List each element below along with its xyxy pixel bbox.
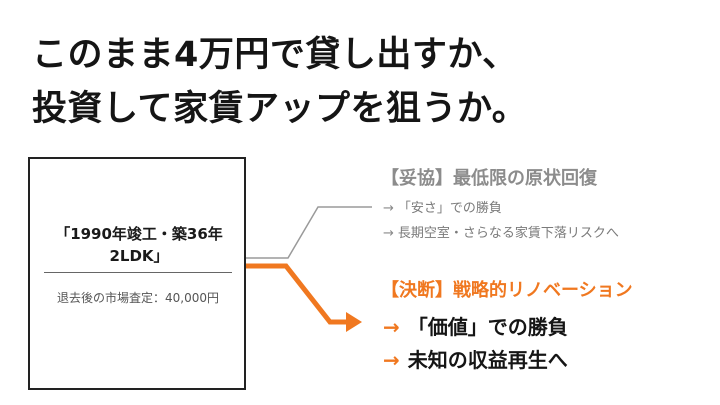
right-arrow-icon: → bbox=[383, 226, 394, 241]
property-title-line-1: 「1990年竣工・築36年 bbox=[55, 225, 223, 243]
compromise-point: →「安さ」での勝負 bbox=[383, 197, 502, 216]
decision-point: → 未知の収益再生へ bbox=[383, 344, 568, 373]
decision-connector-line bbox=[246, 263, 348, 325]
headline-line-1: このまま4万円で貸し出すか、 bbox=[32, 35, 518, 75]
right-arrow-icon: → bbox=[383, 315, 400, 339]
right-arrow-icon: → bbox=[383, 348, 400, 372]
property-divider bbox=[44, 272, 232, 273]
right-arrow-icon: → bbox=[383, 201, 394, 216]
decision-option-title: 【決断】戦略的リノベーション bbox=[381, 280, 633, 301]
property-title-line-2: 2LDK」 bbox=[109, 247, 169, 265]
compromise-point-text: 長期空室・さらなる家賃下落リスクへ bbox=[397, 226, 619, 241]
property-appraisal: 退去後の市場査定：40,000円 bbox=[57, 291, 219, 305]
compromise-point-text: 「安さ」での勝負 bbox=[397, 201, 502, 216]
headline-line-2: 投資して家賃アップを狙うか。 bbox=[32, 89, 528, 129]
compromise-option-title: 【妥協】最低限の原状回復 bbox=[381, 168, 597, 189]
compromise-connector-line bbox=[246, 206, 372, 259]
decision-arrowhead bbox=[346, 312, 362, 332]
property-title: 「1990年竣工・築36年 2LDK」 bbox=[44, 223, 234, 267]
compromise-point: →長期空室・さらなる家賃下落リスクへ bbox=[383, 222, 619, 241]
decision-point: → 「価値」での勝負 bbox=[383, 311, 568, 340]
property-card: 「1990年竣工・築36年 2LDK」 退去後の市場査定：40,000円 bbox=[28, 157, 246, 390]
decision-point-text: 「価値」での勝負 bbox=[407, 315, 568, 339]
headline: このまま4万円で貸し出すか、 投資して家賃アップを狙うか。 bbox=[32, 28, 692, 136]
decision-point-text: 未知の収益再生へ bbox=[407, 348, 568, 372]
